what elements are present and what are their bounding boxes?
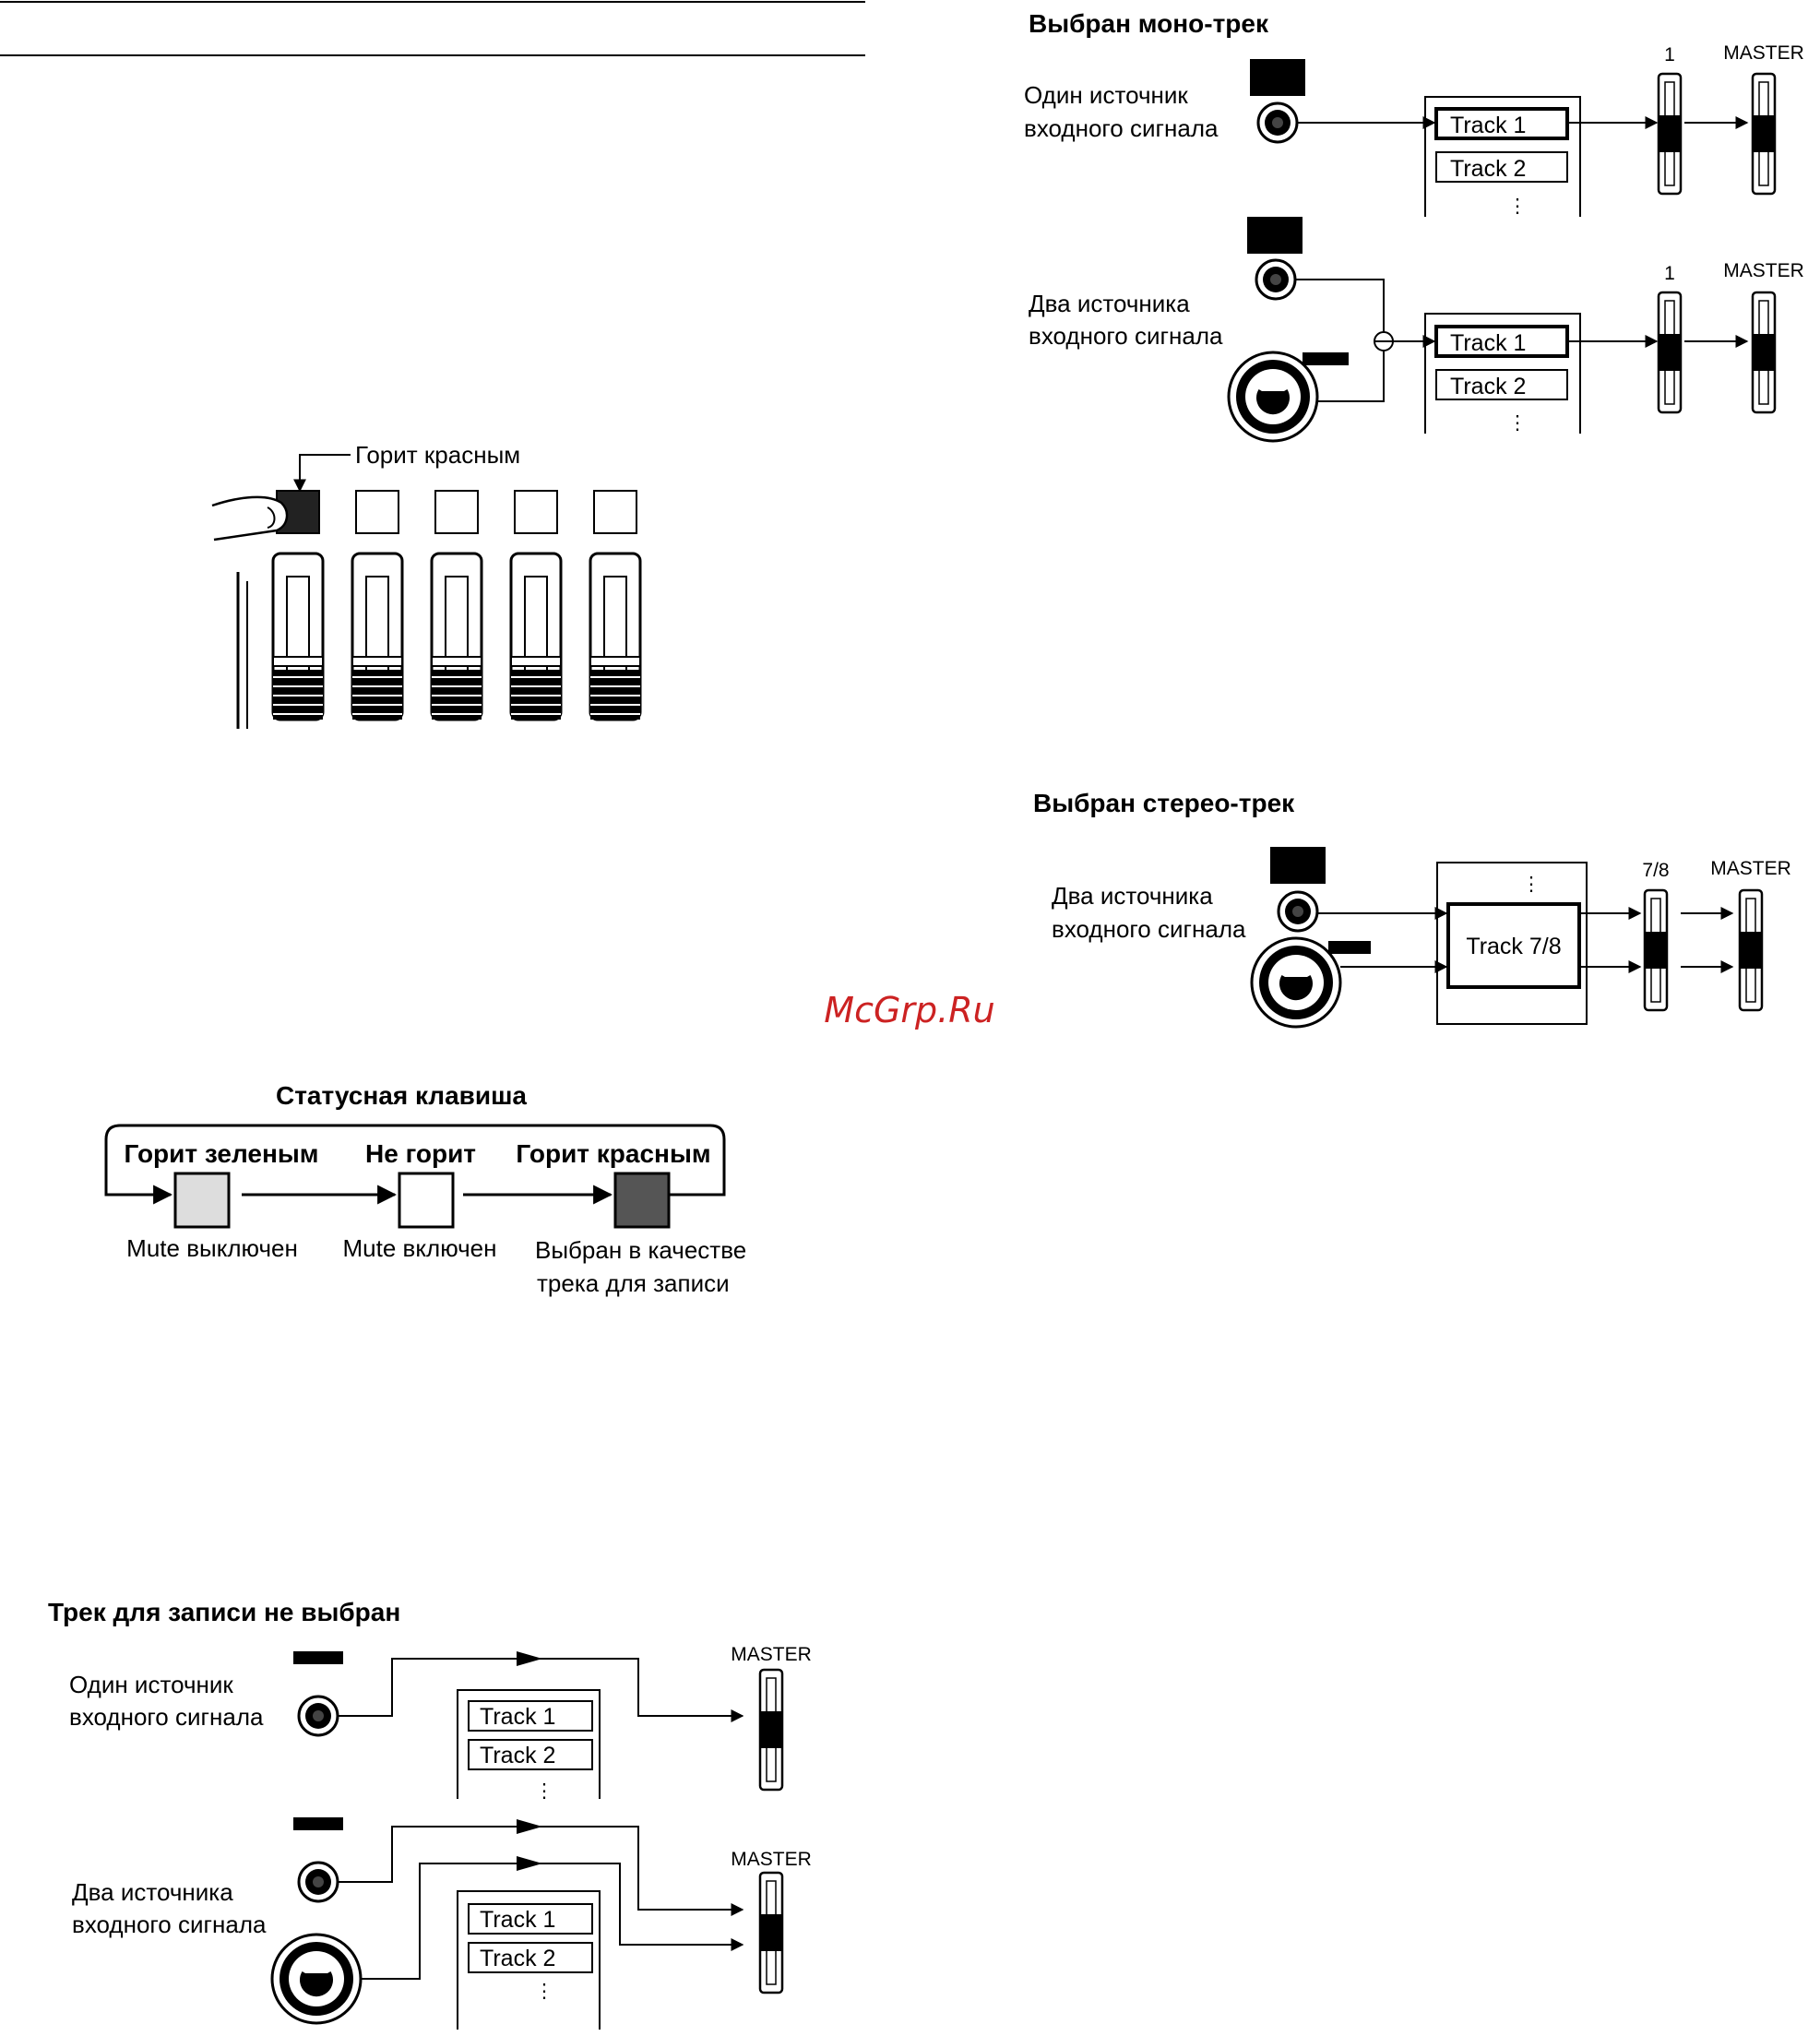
mono-track-2b: Track 2 [1450, 374, 1526, 399]
state-red-caption-1: Выбран в качестве [535, 1236, 746, 1264]
no-track-master-2: MASTER [731, 1849, 812, 1870]
lit-red-label: Горит красным [355, 441, 520, 469]
status-key-3 [434, 490, 479, 534]
state-off-header: Не горит [365, 1139, 476, 1168]
svg-text:⋮: ⋮ [1522, 874, 1541, 895]
no-track-track-2b: Track 2 [480, 1946, 555, 1971]
status-key-2 [355, 490, 399, 534]
svg-text:⋮: ⋮ [535, 1981, 554, 2002]
mono-track-2: Track 2 [1450, 156, 1526, 182]
mono-one-source-1: Один источник [1024, 81, 1188, 109]
stereo-master: MASTER [1710, 858, 1791, 879]
stereo-track-diagram: Выбран стерео-трек Два источника входног… [1033, 789, 1791, 1027]
mono-channel-1: 1 [1664, 44, 1675, 65]
fader-panel-illustration: Горит красным [211, 441, 642, 729]
no-track-one-source-2: входного сигнала [69, 1703, 264, 1731]
mono-two-sources-1: Два источника [1029, 290, 1190, 317]
stereo-channel: 7/8 [1642, 860, 1669, 881]
stereo-track: Track 7/8 [1466, 934, 1561, 959]
mono-master-1: MASTER [1723, 42, 1804, 64]
no-track-two-sources-2: входного сигнала [72, 1911, 267, 1938]
state-off-key [398, 1172, 455, 1229]
svg-text:⋮: ⋮ [535, 1780, 554, 1802]
svg-text:⋮: ⋮ [1508, 196, 1528, 217]
mono-track-1: Track 1 [1450, 113, 1526, 138]
watermark: McGrp.Ru [824, 990, 994, 1030]
no-track-one-source-1: Один источник [69, 1671, 233, 1698]
svg-text:⋮: ⋮ [1508, 412, 1528, 434]
mono-two-sources-2: входного сигнала [1029, 322, 1223, 350]
stereo-two-sources-1: Два источника [1052, 882, 1213, 910]
stereo-two-sources-2: входного сигнала [1052, 915, 1246, 943]
stereo-title: Выбран стерео-трек [1033, 789, 1295, 817]
no-track-two-sources-1: Два источника [72, 1878, 233, 1906]
state-red-header: Горит красным [516, 1139, 710, 1168]
status-key-5 [593, 490, 637, 534]
state-off-caption: Mute включен [343, 1234, 497, 1262]
state-red-key [613, 1172, 671, 1229]
no-track-track-2: Track 2 [480, 1743, 555, 1768]
mono-one-source-2: входного сигнала [1024, 114, 1219, 142]
no-track-master-1: MASTER [731, 1644, 812, 1665]
state-green-caption: Mute выключен [126, 1234, 298, 1262]
mono-channel-2: 1 [1664, 263, 1675, 284]
no-track-title: Трек для записи не выбран [48, 1598, 400, 1626]
status-key-diagram: Статусная клавиша Горит зеленым Не горит… [104, 1081, 746, 1297]
mono-master-2: MASTER [1723, 260, 1804, 281]
no-track-track-1: Track 1 [480, 1704, 555, 1730]
no-track-diagram: Трек для записи не выбран Один источник … [48, 1598, 812, 2030]
mono-title: Выбран моно-трек [1029, 9, 1269, 38]
status-key-title: Статусная клавиша [276, 1081, 527, 1110]
state-green-key [173, 1172, 231, 1229]
mono-track-1b: Track 1 [1450, 330, 1526, 356]
state-red-caption-2: трека для записи [537, 1269, 730, 1297]
finger-icon [211, 495, 289, 542]
no-track-track-1b: Track 1 [480, 1907, 555, 1933]
mono-track-diagram: Выбран моно-трек Один источник входного … [1024, 9, 1804, 441]
state-green-header: Горит зеленым [124, 1139, 318, 1168]
status-key-4 [514, 490, 558, 534]
